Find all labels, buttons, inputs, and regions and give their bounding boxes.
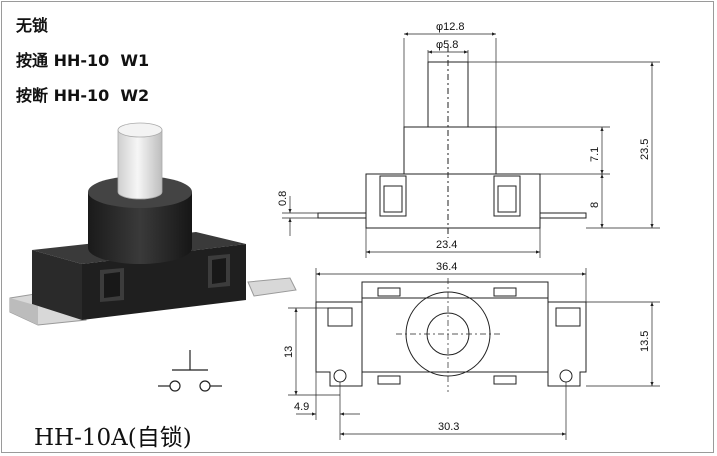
dim-cap-height: 7.1 — [589, 147, 601, 162]
switch-symbol — [158, 350, 222, 392]
right-terminal — [247, 277, 297, 297]
dimension-labels: φ12.8 φ5.8 7.1 23.5 0.8 8 23.4 36.4 13.5… — [277, 21, 651, 433]
dim-base-depth: 13.5 — [639, 331, 651, 352]
front-view — [317, 46, 587, 238]
dim-hole-span: 13 — [283, 346, 295, 358]
description-line-1: 无锁 — [16, 16, 49, 35]
dim-pin-pitch: 30.3 — [438, 421, 459, 433]
front-view-dimensions — [282, 32, 660, 258]
description-line-2: 按通 HH-10 W1 — [16, 51, 150, 70]
plunger — [117, 129, 163, 200]
dim-top-inner-diameter: φ5.8 — [436, 39, 458, 51]
dim-lead-thickness: 0.8 — [277, 191, 289, 206]
model-title: HH-10A(自锁) — [34, 425, 192, 451]
dim-total-height: 23.5 — [639, 139, 651, 160]
dim-overall-width: 36.4 — [436, 261, 457, 273]
description-line-3: 按断 HH-10 W2 — [16, 86, 150, 105]
dim-hole-offset: 4.9 — [294, 401, 309, 413]
dim-body-height: 8 — [589, 202, 601, 208]
switch-render — [9, 122, 297, 326]
base-front — [32, 250, 82, 320]
dim-body-width: 23.4 — [436, 239, 457, 251]
top-view-dimensions — [288, 268, 660, 440]
dim-top-outer-diameter: φ12.8 — [436, 21, 465, 33]
cap-body — [88, 192, 192, 264]
top-view — [315, 278, 587, 392]
